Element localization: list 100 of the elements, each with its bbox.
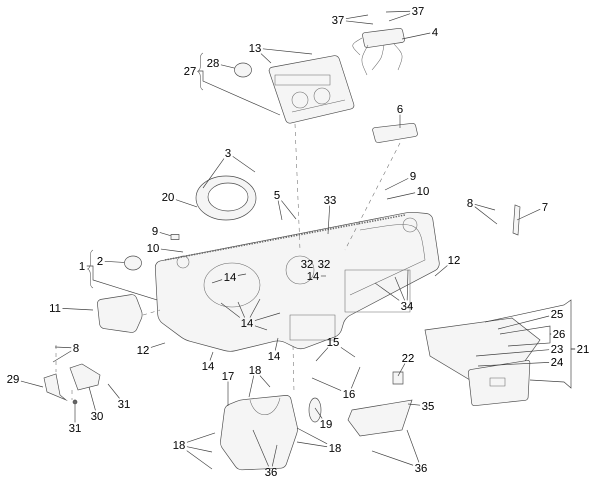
callout-number: 9 xyxy=(410,172,416,180)
leader-line xyxy=(160,248,184,252)
leader-line xyxy=(150,342,166,348)
callout-number: 35 xyxy=(422,402,434,410)
leader-line xyxy=(346,20,374,24)
leader-line xyxy=(312,378,342,391)
leader-line xyxy=(232,156,256,172)
leader-line xyxy=(260,375,270,388)
callout-number: 29 xyxy=(7,375,19,383)
callout-number: 23 xyxy=(551,345,563,353)
leader-line xyxy=(372,450,414,466)
callout-number: 22 xyxy=(402,354,414,362)
leader-line xyxy=(314,408,322,419)
callout-number: 10 xyxy=(148,244,159,252)
callout-number: 37 xyxy=(332,16,344,24)
callout-number: 9 xyxy=(152,227,158,235)
leader-line xyxy=(74,404,76,423)
leader-line xyxy=(186,446,212,452)
leader-line xyxy=(406,270,408,301)
leader-line xyxy=(386,10,410,12)
leader-line xyxy=(406,430,420,463)
cap xyxy=(124,256,142,270)
callout-number: 14 xyxy=(308,272,319,280)
leader-line xyxy=(398,363,406,376)
callout-number: 14 xyxy=(224,273,236,281)
leader-line xyxy=(198,70,280,116)
callout-number: 18 xyxy=(174,441,185,449)
leader-line xyxy=(498,316,550,330)
callout-number: 13 xyxy=(250,44,261,52)
callout-number: 31 xyxy=(118,400,130,408)
callout-number: 37 xyxy=(412,7,424,15)
leader-line xyxy=(252,430,269,467)
leader-line xyxy=(159,232,171,236)
leader-line xyxy=(202,158,224,188)
leader-line xyxy=(386,192,416,200)
callout-number: 33 xyxy=(324,196,336,204)
callout-number: 14 xyxy=(242,319,253,327)
leader-line xyxy=(86,266,158,300)
leader-line xyxy=(54,346,72,348)
callout-number: 3 xyxy=(225,149,231,157)
leader-line xyxy=(474,206,498,224)
callout-number: 36 xyxy=(265,468,277,476)
leader-line xyxy=(212,279,222,284)
leader-line xyxy=(516,208,541,220)
callout-number: 18 xyxy=(330,444,341,452)
leader-line xyxy=(262,48,312,54)
callout-number: 8 xyxy=(467,199,473,207)
leader-line xyxy=(394,276,406,301)
leader-line xyxy=(350,366,360,389)
leader-line xyxy=(476,349,550,356)
clip xyxy=(170,234,180,240)
callout-number: 32 xyxy=(318,260,330,268)
cap xyxy=(234,62,252,78)
leader-line xyxy=(346,14,368,20)
leader-line xyxy=(176,199,198,208)
leader-line xyxy=(260,53,272,64)
callout-number: 12 xyxy=(448,256,460,264)
leader-line xyxy=(500,326,552,334)
callout-number: 25 xyxy=(551,310,563,318)
leader-line xyxy=(340,347,356,358)
leader-line xyxy=(296,442,328,448)
callout-number: 16 xyxy=(344,390,355,398)
callout-number: 7 xyxy=(542,203,548,211)
callout-number: 6 xyxy=(397,105,403,113)
leader-line xyxy=(408,404,420,406)
leader-line xyxy=(238,274,246,276)
leader-line xyxy=(108,384,120,399)
leader-line xyxy=(254,312,280,321)
callout-number: 20 xyxy=(162,193,174,201)
leader-line xyxy=(250,298,260,318)
leader-line xyxy=(20,380,44,388)
callout-number: 30 xyxy=(91,412,103,420)
callout-number: 15 xyxy=(328,338,339,346)
leader-line xyxy=(384,178,409,190)
callout-number: 36 xyxy=(415,464,427,472)
callout-number: 8 xyxy=(73,344,79,352)
leader-line xyxy=(278,200,282,220)
leader-line xyxy=(316,347,328,362)
callout-number: 11 xyxy=(50,304,60,312)
leader-line xyxy=(62,308,94,310)
leader-line xyxy=(104,260,125,263)
callout-number: 14 xyxy=(268,352,280,360)
callout-number: 26 xyxy=(553,330,565,338)
leader-line xyxy=(478,362,550,366)
callout-number: 10 xyxy=(418,187,429,195)
leader-line xyxy=(530,348,576,389)
leader-line xyxy=(88,386,96,411)
callout-number: 27 xyxy=(184,67,196,75)
leader-line xyxy=(220,302,240,318)
leader-line xyxy=(328,205,330,234)
callout-number: 31 xyxy=(69,424,81,432)
leader-line xyxy=(220,64,235,68)
screw xyxy=(72,400,78,404)
callout-number: 24 xyxy=(551,358,563,366)
callout-number: 19 xyxy=(320,420,332,428)
callout-number: 18 xyxy=(250,366,261,374)
leader-line xyxy=(210,352,214,361)
leader-line xyxy=(508,334,552,346)
callout-number: 32 xyxy=(301,260,313,268)
leader-line xyxy=(402,32,431,40)
